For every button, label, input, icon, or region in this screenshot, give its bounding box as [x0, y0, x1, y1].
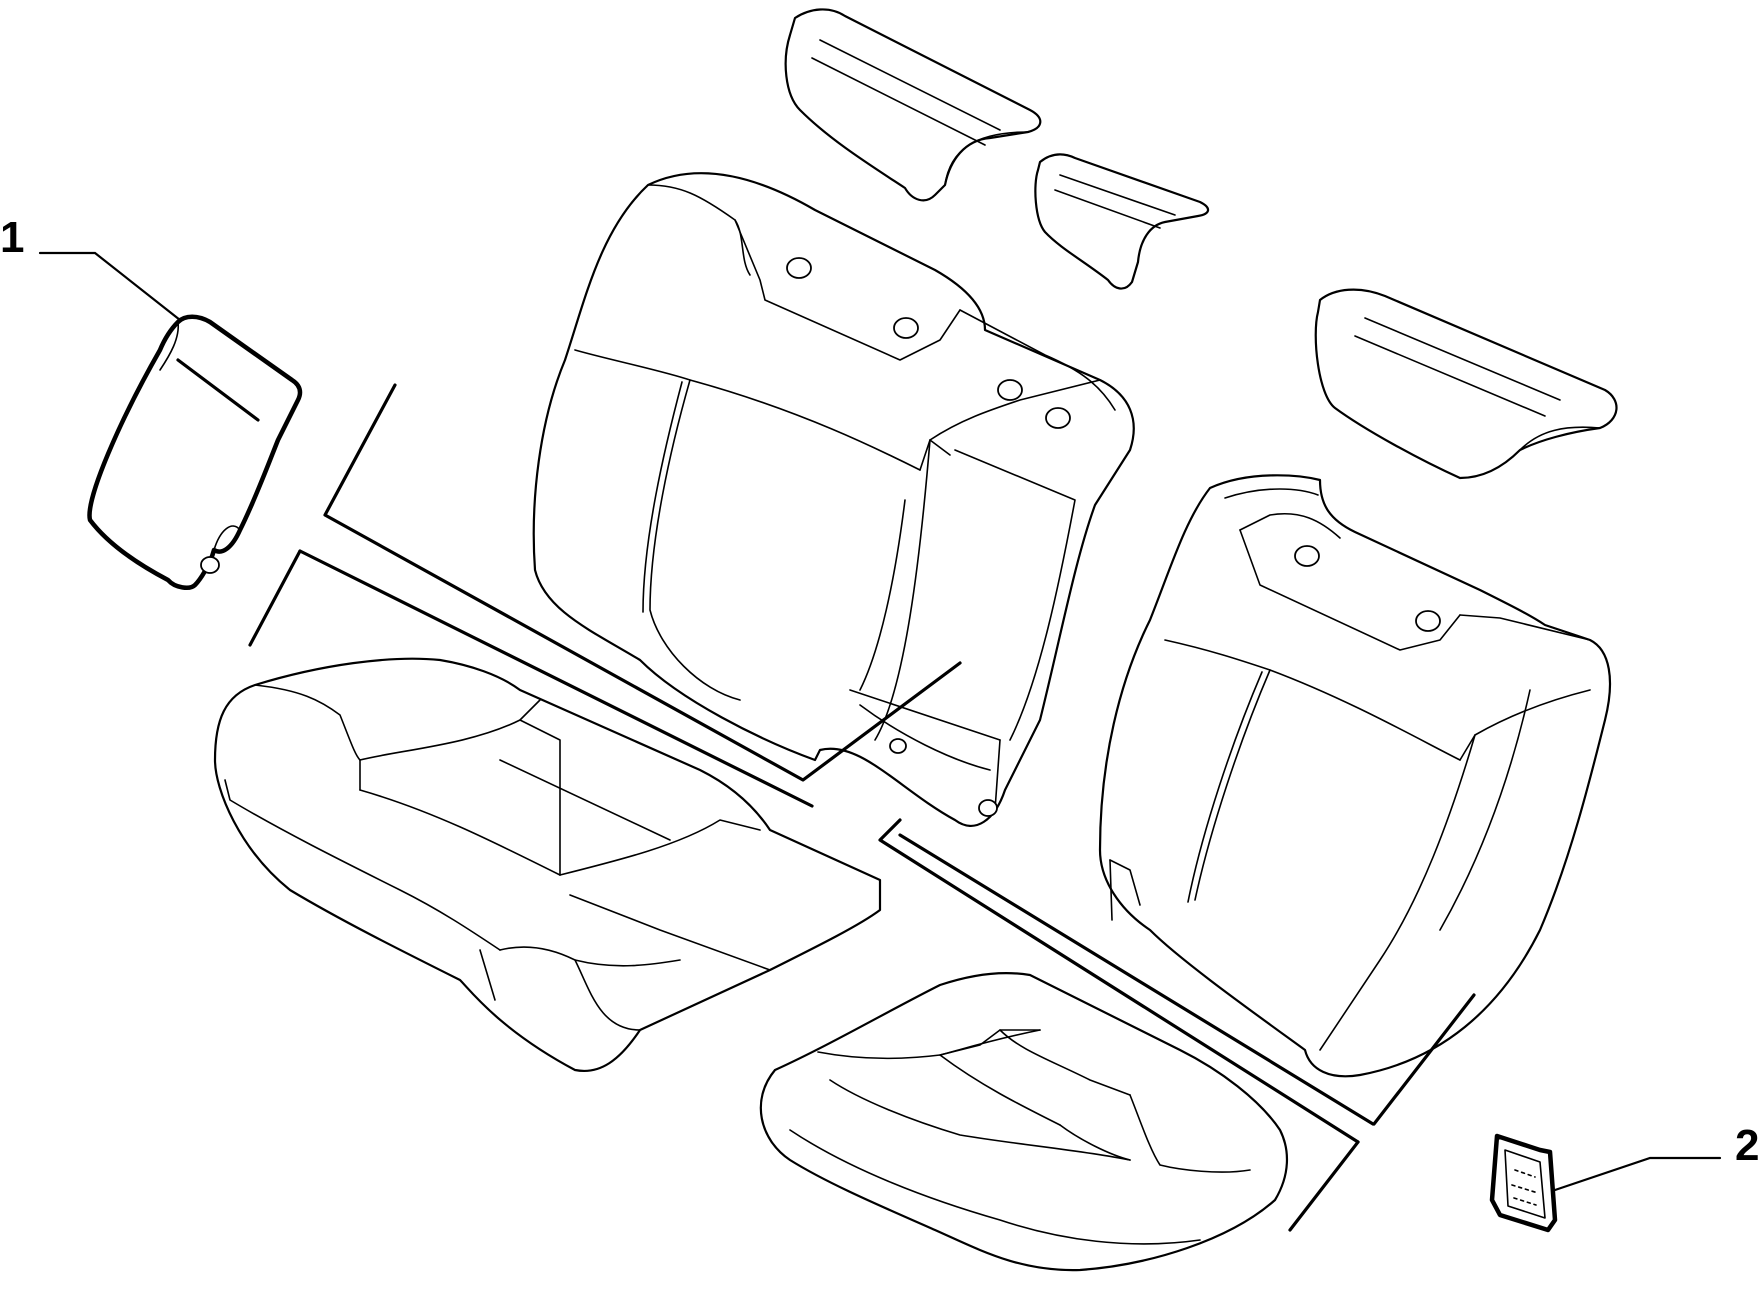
seat-cushion-small [759, 971, 1289, 1272]
headrest-right [1314, 288, 1618, 480]
anchor-hole [786, 257, 812, 279]
backrest-right [1098, 474, 1612, 1078]
callout-1-label: 1 [0, 213, 25, 262]
headrest-large [784, 8, 1042, 202]
anchor-hole [997, 379, 1023, 401]
seat-cushion-large [213, 657, 882, 1073]
anchor-hole [893, 317, 919, 339]
anchor-hole [1045, 407, 1071, 429]
anchor-hole [1415, 610, 1441, 632]
callout-2-label: 2 [1735, 1121, 1760, 1170]
bolt-hole [200, 556, 220, 574]
group-brackets [248, 383, 1476, 1232]
anchor-hole [978, 799, 998, 817]
part-2-pad [1489, 1133, 1558, 1233]
leader-line-2 [1553, 1156, 1722, 1192]
anchor-hole [1294, 545, 1320, 567]
anchor-hole [889, 738, 907, 754]
backrest-large [532, 172, 1135, 827]
headrest-small [1034, 153, 1210, 290]
part-1-trim-panel [87, 314, 303, 590]
leader-line-1 [38, 251, 182, 322]
